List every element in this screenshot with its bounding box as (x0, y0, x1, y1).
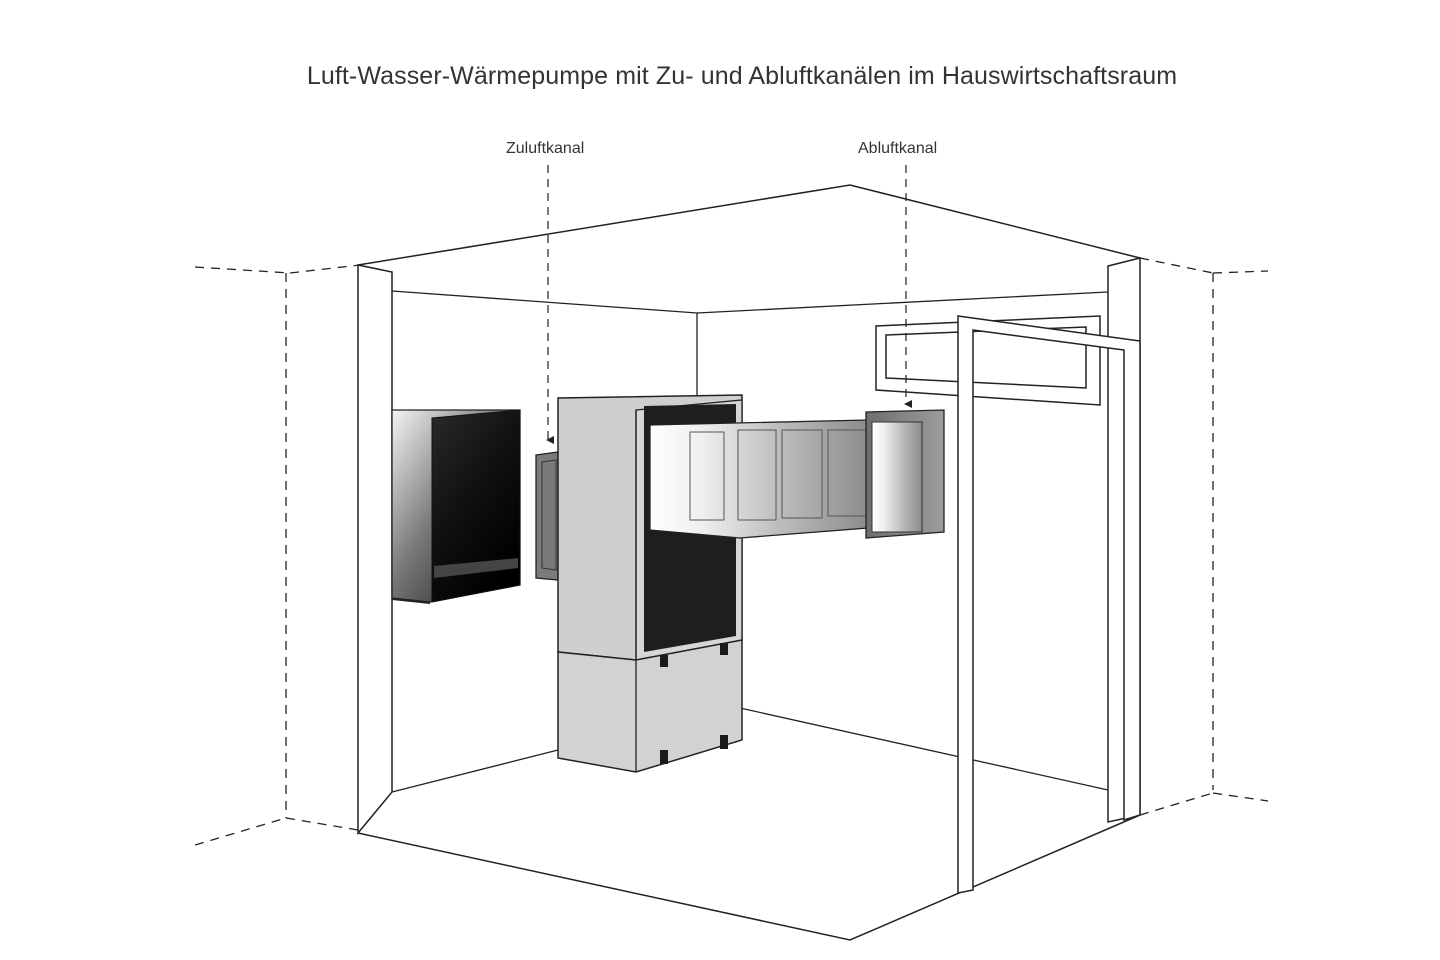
ceiling-outline (357, 184, 1141, 266)
exhaust-duct-label: Abluftkanal (858, 140, 938, 157)
floor-outline (357, 814, 1141, 941)
ceiling-back-edges (391, 290, 1109, 314)
supply-duct-label: Zuluftkanal (506, 140, 585, 157)
wall-boiler (391, 409, 521, 604)
supply-duct-connector (535, 451, 559, 581)
left-wall-post (357, 264, 393, 836)
wall-extension-lines (194, 257, 1269, 846)
back-floor-edges (391, 707, 1109, 793)
exhaust-duct (649, 409, 945, 539)
door-frame (957, 315, 1141, 894)
diagram-title: Luft-Wasser-Wärmepumpe mit Zu- und Abluf… (306, 62, 1178, 90)
